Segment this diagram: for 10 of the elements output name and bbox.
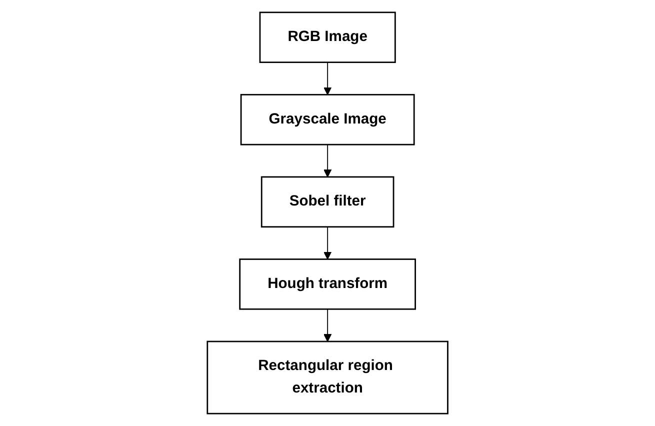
arrow <box>323 144 332 178</box>
arrow <box>323 226 332 260</box>
node-box <box>206 340 448 414</box>
arrow <box>323 62 332 96</box>
node-box <box>260 176 394 228</box>
node-box <box>240 94 415 146</box>
node-box <box>239 258 416 310</box>
node-box <box>259 12 396 63</box>
flowchart-drawing: RGB Image Grayscale Image Sobel filter Hough transform Rectangular region extraction <box>200 5 456 421</box>
arrow <box>323 308 332 342</box>
